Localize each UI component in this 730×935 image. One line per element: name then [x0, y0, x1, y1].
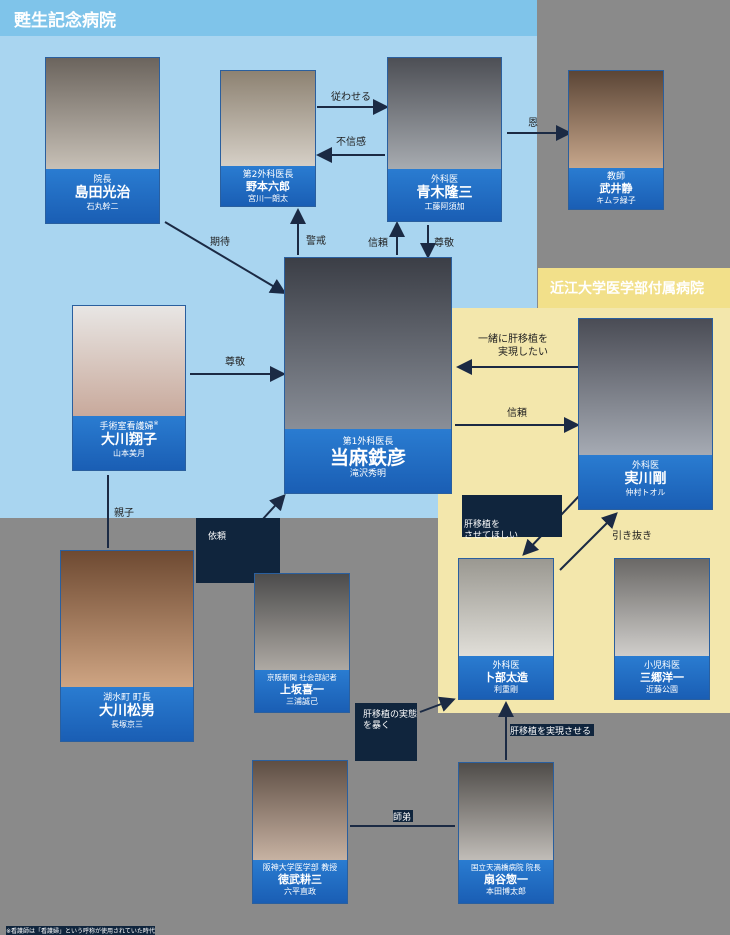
actor: 本田博太郎: [486, 887, 526, 896]
card-tokutake[interactable]: 阪神大学医学部 教授徳武耕三六平直政: [252, 760, 348, 904]
name: 武井静: [599, 182, 633, 195]
card-urabe[interactable]: 外科医卜部太造利重剛: [458, 558, 554, 700]
role: 外科医: [492, 661, 520, 671]
role: 院長: [93, 175, 112, 185]
photo-touma: [285, 258, 451, 431]
label-shinrai2: 信頼: [507, 408, 527, 419]
name: 大川翔子: [101, 432, 157, 448]
photo-aoki: [388, 58, 501, 171]
actor: 近藤公園: [646, 685, 678, 694]
actor: 長塚京三: [111, 720, 143, 729]
photo-ougiya: [459, 763, 553, 862]
label-on: 恩: [528, 118, 538, 129]
card-ookawa-matsuo[interactable]: 湖水町 町長大川松男長塚京三: [60, 550, 194, 742]
label-fushinkan: 不信感: [336, 137, 366, 148]
arrow-abaku: [419, 696, 456, 713]
photo-uesaka: [255, 574, 349, 672]
name: 青木隆三: [416, 185, 473, 201]
label-isshoni: 一緒に肝移植を 実現したい: [478, 334, 548, 358]
name: 大川松男: [99, 703, 155, 719]
actor: 山本美月: [113, 449, 145, 458]
actor: 工藤阿須加: [424, 202, 465, 211]
arrow-kitai: [164, 221, 287, 295]
oumi-hospital-title-bar: 近江大学医学部付属病院: [538, 268, 730, 308]
actor: 仲村トオル: [625, 488, 666, 497]
role: 外科医: [430, 175, 458, 185]
card-misato[interactable]: 小児科医三郷洋一近藤公園: [614, 558, 710, 700]
photo-ookawa-matsuo: [61, 551, 193, 689]
label-shitagawaseru: 従わせる: [331, 92, 371, 103]
role: 手術室看護婦※: [73, 419, 185, 432]
box-irai: 依頼: [196, 518, 280, 583]
actor: 三浦誠己: [286, 697, 318, 706]
role: 教師: [606, 172, 625, 182]
label-shinrai1: 信頼: [368, 238, 388, 249]
box-ishoku: 肝移植を させてほしい: [462, 495, 562, 541]
name: 扇谷惣一: [484, 873, 528, 886]
photo-misato: [615, 559, 709, 658]
box-jitsugen: 肝移植を実現させる: [510, 724, 594, 737]
card-touma[interactable]: 第1外科医長当麻鉄彦滝沢秀明: [284, 257, 452, 494]
photo-shimada: [46, 58, 159, 171]
arrow-irai: [261, 494, 286, 521]
card-nomoto[interactable]: 第2外科医長野本六郎宮川一朗太: [220, 70, 316, 207]
name: 当麻鉄彦: [329, 447, 406, 469]
card-jitsukawa[interactable]: 外科医実川剛仲村トオル: [578, 318, 713, 510]
name: 三郷洋一: [640, 671, 684, 684]
role: 第2外科医長: [242, 170, 294, 180]
card-ookawa-shoko[interactable]: 手術室看護婦※大川翔子山本美月: [72, 305, 186, 471]
name: 卜部太造: [484, 671, 528, 684]
photo-nomoto: [221, 71, 315, 168]
photo-urabe: [459, 559, 553, 658]
oumi-hospital-name: 近江大学医学部付属病院: [550, 281, 704, 297]
photo-takei: [569, 71, 663, 170]
footnote-mark: ※: [153, 420, 159, 427]
photo-jitsukawa: [579, 319, 712, 457]
arrow-hikinuki: [559, 512, 618, 571]
main-hospital-name: 甦生記念病院: [14, 11, 116, 31]
label-sonkei2: 尊敬: [225, 357, 245, 368]
name: 徳武耕三: [278, 873, 322, 886]
role: 京阪新聞 社会部記者: [267, 673, 337, 682]
photo-ookawa-shoko: [73, 306, 185, 418]
name: 上坂喜一: [280, 683, 324, 696]
label-kitai: 期待: [210, 237, 230, 248]
actor: 石丸幹二: [86, 202, 119, 211]
card-uesaka[interactable]: 京阪新聞 社会部記者上坂喜一三浦誠己: [254, 573, 350, 713]
role: 小児科医: [643, 661, 680, 671]
role: 外科医: [631, 461, 659, 471]
card-shimada[interactable]: 院長島田光治石丸幹二: [45, 57, 160, 224]
box-abaku: 肝移植の実態 を暴く: [355, 703, 417, 761]
name: 実川剛: [624, 471, 667, 487]
role: 湖水町 町長: [103, 693, 151, 703]
label-hikinuki: 引き抜き: [612, 531, 652, 542]
card-takei[interactable]: 教師武井静キムラ緑子: [568, 70, 664, 210]
role: 国立天満橋病院 院長: [471, 863, 541, 872]
actor: 六平直政: [284, 887, 316, 896]
actor: キムラ緑子: [596, 196, 636, 205]
name: 野本六郎: [246, 180, 290, 193]
photo-tokutake: [253, 761, 347, 862]
role-text: 手術室看護婦: [99, 422, 154, 432]
role: 阪神大学医学部 教授: [262, 863, 338, 872]
box-shitei: 師弟: [393, 810, 413, 823]
actor: 宮川一朗太: [248, 194, 288, 203]
label-keikai: 警戒: [306, 236, 326, 247]
card-ougiya[interactable]: 国立天満橋病院 院長扇谷惣一本田博太郎: [458, 762, 554, 904]
label-oyako: 親子: [114, 508, 134, 519]
role: 第1外科医長: [342, 437, 394, 447]
name: 島田光治: [74, 185, 131, 201]
footnote: ※看護師は「看護婦」という呼称が使用されていた時代: [6, 926, 155, 935]
card-aoki[interactable]: 外科医青木隆三工藤阿須加: [387, 57, 502, 222]
actor: 利重剛: [494, 685, 518, 694]
actor: 滝沢秀明: [349, 469, 386, 479]
label-sonkei1: 尊敬: [434, 238, 454, 249]
main-hospital-title-bar: 甦生記念病院: [0, 0, 537, 36]
